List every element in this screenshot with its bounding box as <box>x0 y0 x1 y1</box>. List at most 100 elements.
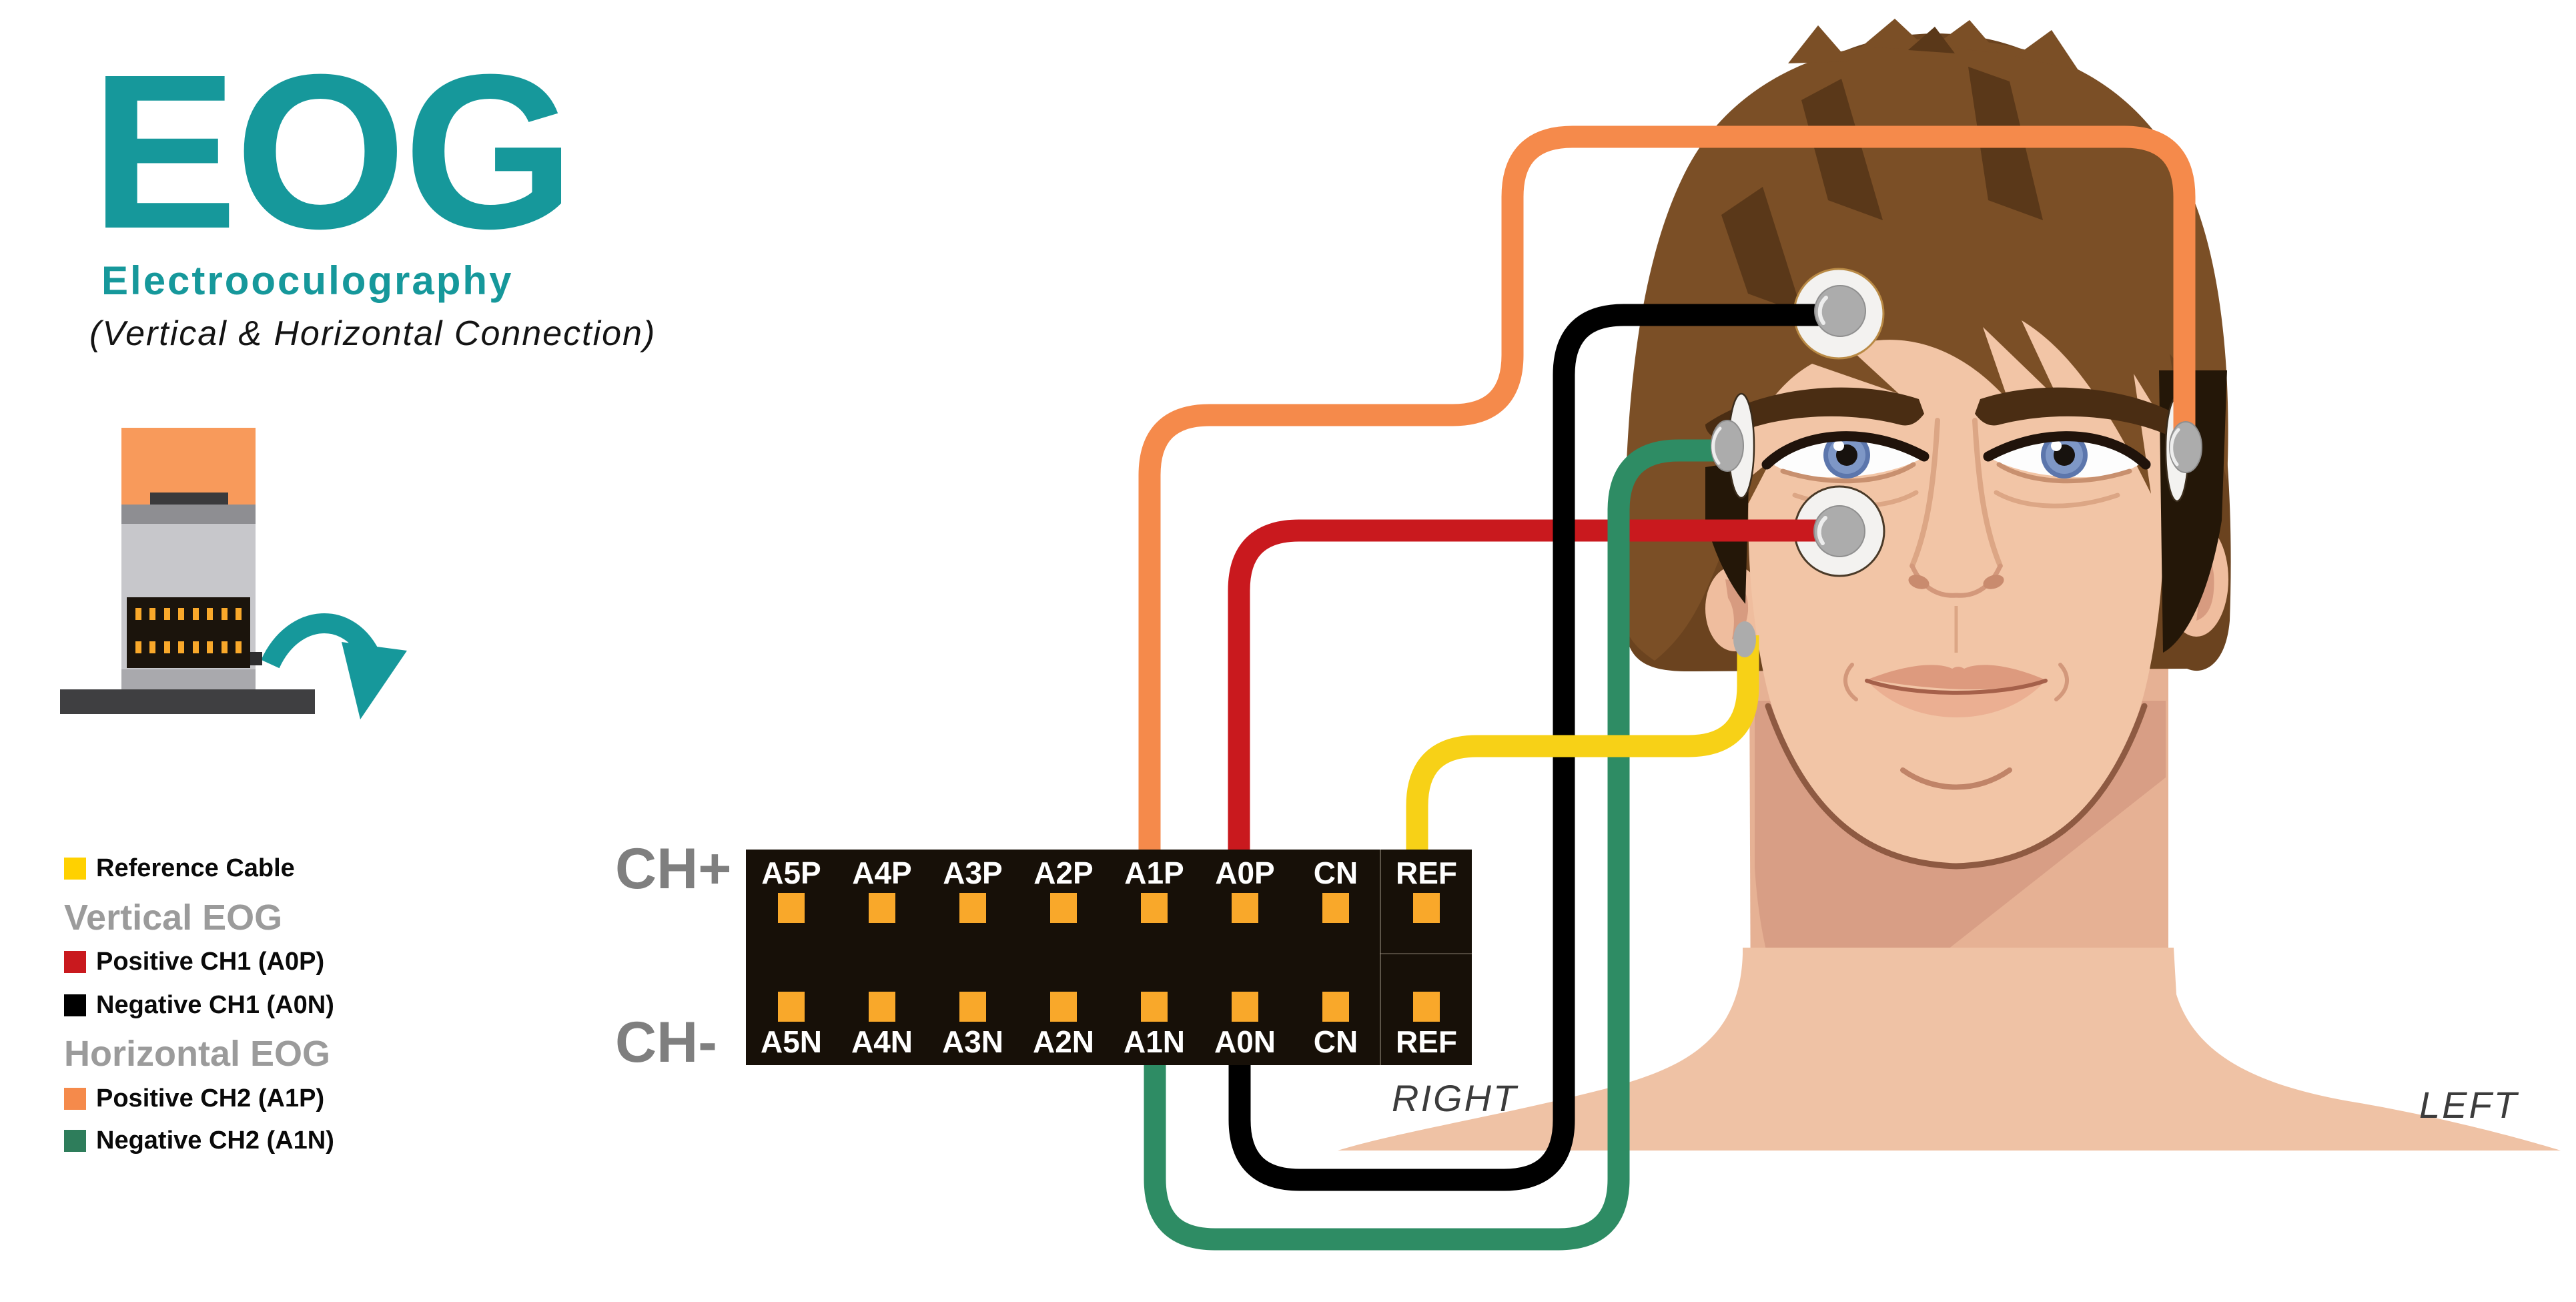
negative-ch2-color-swatch <box>64 1130 86 1152</box>
right-under-eye-crease <box>1994 490 2120 509</box>
device-pin <box>135 608 141 620</box>
pin-label: A4P <box>852 856 912 890</box>
legend-heading-horizontal: Horizontal EOG <box>64 1034 331 1074</box>
device-base <box>60 689 315 714</box>
pin-label: A3P <box>943 856 1003 890</box>
pin-a0n <box>1232 992 1258 1022</box>
device-pin <box>221 641 228 653</box>
left-nostril <box>1908 575 1929 589</box>
pin-label: A4N <box>851 1024 913 1059</box>
nose-bridge-left <box>1909 418 1940 569</box>
right-temple-electrode-nub <box>1711 420 1744 472</box>
board-column-a4: A4P A4N <box>837 850 927 1065</box>
pin-a3p <box>959 893 986 923</box>
pin-label: A5P <box>761 856 821 890</box>
device-pin <box>221 608 228 620</box>
pin-a4p <box>869 893 895 923</box>
legend-item-negative-ch1: Negative CH1 (A0N) <box>64 991 334 1020</box>
pin-a4n <box>869 992 895 1022</box>
device-connector <box>127 597 250 668</box>
channel-negative-label: CH- <box>615 1010 717 1074</box>
upper-lip <box>1868 665 2044 690</box>
legend-label: Positive CH1 (A0P) <box>96 948 325 976</box>
positive-ch1-wire <box>1228 519 1836 862</box>
device-pin <box>135 641 141 653</box>
pin-label: CN <box>1313 1024 1358 1059</box>
board-column-a1: A1P A1N <box>1109 850 1200 1065</box>
device-cap-tab <box>150 493 228 505</box>
pin-a2p <box>1050 893 1077 923</box>
teal-curved-arrow-icon <box>261 613 382 669</box>
board-column-ref: REF REF <box>1381 850 1472 1065</box>
forehead-electrode-nub-highlight <box>1817 296 1828 325</box>
shoulders <box>1338 948 2561 1151</box>
biosensor-device <box>60 428 315 714</box>
pin-cn-top <box>1322 893 1349 923</box>
left-temple-electrode-nub <box>2169 421 2202 473</box>
negative-ch1-color-swatch <box>64 994 86 1016</box>
device-pin <box>178 608 185 620</box>
device-pin <box>236 608 242 620</box>
right-eye-lash <box>1983 431 2151 470</box>
device-pin <box>163 608 170 620</box>
board-column-cn: CN CN <box>1290 850 1381 1065</box>
pin-label: A2P <box>1033 856 1094 890</box>
right-side-label: RIGHT <box>1392 1077 1519 1119</box>
pin-label: A1N <box>1123 1024 1186 1059</box>
legend-item-negative-ch2: Negative CH2 (A1N) <box>64 1126 334 1155</box>
page-tagline: (Vertical & Horizontal Connection) <box>89 314 657 353</box>
channel-positive-label: CH+ <box>615 837 732 901</box>
chin-crease <box>1900 767 2012 790</box>
reference-wire <box>1406 635 1759 862</box>
legend-heading-vertical: Vertical EOG <box>64 898 283 938</box>
negative-ch1-wire <box>1228 304 1829 1191</box>
right-eyebrow <box>1975 387 2194 440</box>
left-side-label: LEFT <box>2419 1084 2519 1126</box>
left-smile-crease <box>1843 663 1858 701</box>
right-nostril <box>1983 575 2004 589</box>
page-title: EOG <box>91 28 574 274</box>
left-temple-electrode-nub-highlight <box>2170 428 2180 466</box>
mouth-line <box>1865 679 2048 695</box>
pin-label: A5N <box>760 1024 823 1059</box>
legend-item-reference: Reference Cable <box>64 854 295 883</box>
pin-a0p <box>1232 893 1258 923</box>
positive-ch2-wire <box>1138 125 2196 862</box>
pin-ref-top <box>1413 893 1440 923</box>
pin-label: A0N <box>1214 1024 1276 1059</box>
under-eye-electrode-nub-highlight <box>1817 516 1827 545</box>
device-pin <box>149 608 156 620</box>
pin-label: A3N <box>941 1024 1004 1059</box>
legend-label: Negative CH1 (A0N) <box>96 991 334 1019</box>
right-smile-crease <box>2054 663 2070 701</box>
device-pin <box>163 641 170 653</box>
board-column-a2: A2P A2N <box>1018 850 1109 1065</box>
legend-label: Negative CH2 (A1N) <box>96 1126 334 1155</box>
device-band <box>121 505 256 524</box>
device-pin <box>192 608 199 620</box>
negative-ch2-wire <box>1144 439 1717 1251</box>
pin-a1p <box>1141 893 1168 923</box>
device-bottom-band <box>121 669 256 689</box>
pin-label: REF <box>1396 856 1457 890</box>
jawline <box>1765 703 2148 870</box>
pin-label: A2N <box>1032 1024 1095 1059</box>
forehead-electrode-nub <box>1814 285 1866 337</box>
right-eye-highlight <box>2051 440 2062 451</box>
pin-label: CN <box>1313 856 1358 890</box>
pin-label: A1P <box>1124 856 1184 890</box>
device-cap <box>121 428 256 505</box>
board-column-a3: A3P A3N <box>927 850 1018 1065</box>
pin-a1n <box>1141 992 1168 1022</box>
right-eye-lower-lid <box>1996 462 2132 484</box>
ref-section-divider <box>1380 850 1381 1065</box>
device-pin <box>149 641 156 653</box>
left-eye-lash <box>1761 431 1929 470</box>
pin-label: REF <box>1396 1024 1457 1059</box>
pin-a3n <box>959 992 986 1022</box>
pin-a2n <box>1050 992 1077 1022</box>
legend-item-positive-ch1: Positive CH1 (A0P) <box>64 948 324 976</box>
reference-color-swatch <box>64 858 86 880</box>
teal-curved-arrow-head <box>342 642 407 719</box>
